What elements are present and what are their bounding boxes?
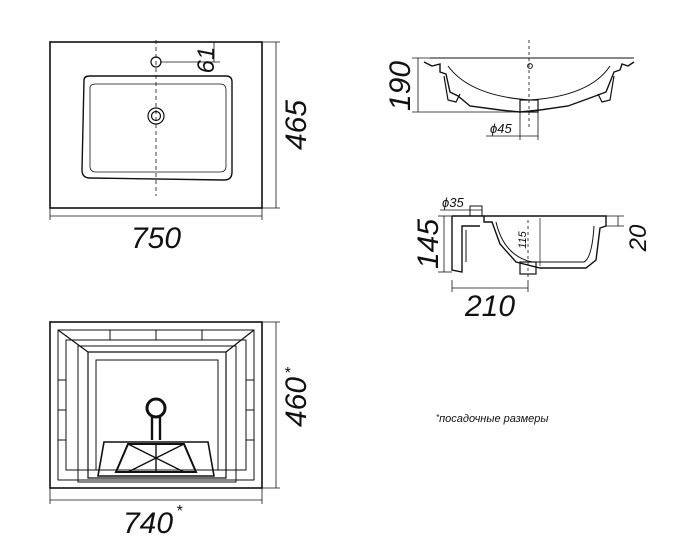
top-width-label: 750	[131, 222, 181, 255]
bottom-view-outline	[49, 321, 263, 489]
top-view	[49, 40, 280, 220]
bottom-depth-asterisk: *	[284, 365, 291, 382]
bowl-inner-outline	[89, 83, 227, 173]
section-height-label: 145	[412, 219, 445, 269]
bottom-view	[49, 321, 280, 504]
top-depth-label: 465	[280, 100, 313, 150]
note: *посадочные размеры	[436, 413, 549, 425]
section-profile	[452, 215, 607, 269]
bottom-drain	[145, 397, 167, 419]
note-text: посадочные размеры	[439, 413, 549, 425]
tap-offset-label: 61	[193, 47, 220, 74]
section-inner-depth-label: 115	[517, 230, 529, 248]
drain-bracket	[97, 441, 215, 477]
front-view	[412, 40, 635, 140]
front-height-label: 190	[384, 61, 417, 111]
note-asterisk: *	[436, 413, 440, 422]
front-view-profile	[423, 61, 635, 113]
bottom-width-label: 740	[123, 507, 173, 540]
tap-tube	[469, 205, 483, 216]
section-view	[438, 205, 624, 292]
section-offset-label: 210	[464, 290, 515, 323]
bottom-width-asterisk: *	[176, 503, 183, 520]
bottom-depth-label: 460	[280, 377, 313, 427]
bowl-outline	[81, 75, 233, 181]
section-rim-label: 20	[625, 224, 652, 252]
section-drain-label: ϕ35	[442, 195, 464, 210]
front-drain-label: ϕ45	[490, 121, 512, 136]
